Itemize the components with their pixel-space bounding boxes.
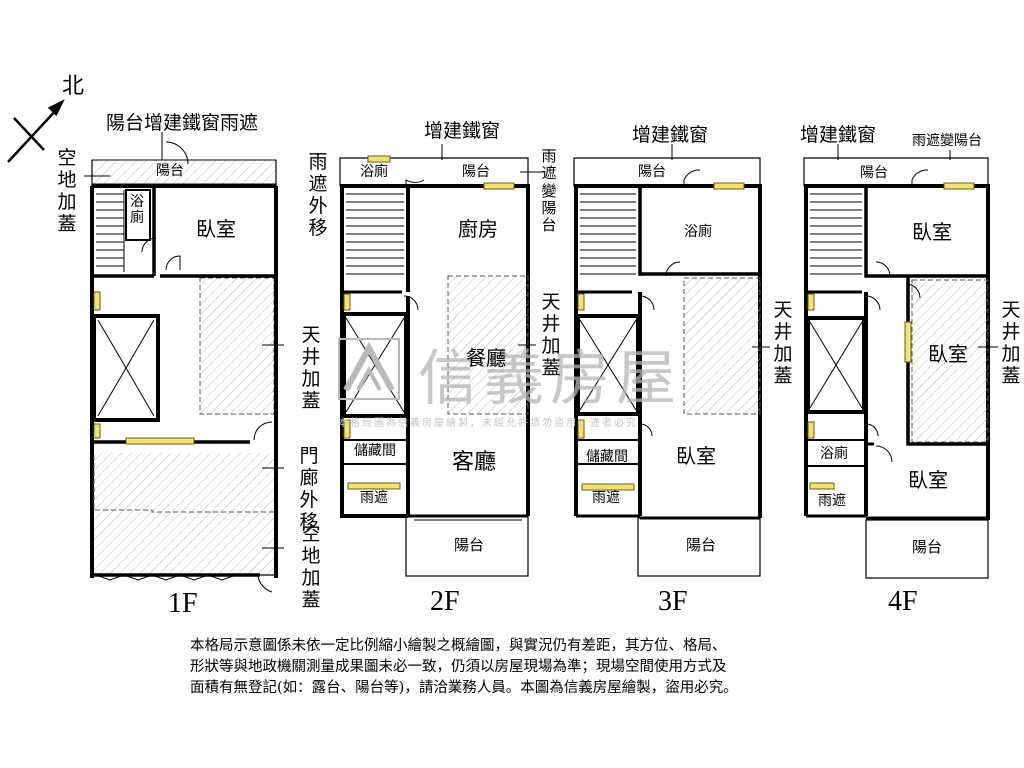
f2-canopy-label: 雨遮 (360, 490, 388, 506)
f1-porch-note: 門廊外移 (299, 445, 319, 533)
floor-1f-plan (84, 132, 284, 593)
f4-top-note: 增建鐵窗 (800, 124, 877, 146)
f4-canopy-label: 雨遮 (818, 493, 846, 509)
f3-balcony-top-label: 陽台 (638, 164, 666, 180)
brand-logo-icon (338, 338, 400, 400)
f4-bedroom-mid-label: 臥室 (928, 342, 968, 366)
f2-bath-label: 浴廁 (360, 164, 388, 180)
f3-canopy-label: 雨遮 (592, 490, 620, 506)
f4-top-note-right: 雨遮變陽台 (912, 133, 982, 149)
f3-top-note: 增建鐵窗 (632, 124, 709, 146)
f4-lightwell-note: 天井加蓋 (1001, 299, 1021, 387)
watermark-subtext: 本格局圖為信義房屋繪製，未經允許請勿盜用，違者必究 (338, 418, 638, 429)
f1-yard-note: 空地加蓋 (301, 523, 321, 611)
f2-side-note-right: 雨遮變陽台 (541, 147, 557, 234)
disclaimer-line: 形狀等與地政機關測量成果圖未必一致，仍須以房屋現場為準；現場空間使用方式及 (190, 659, 727, 675)
f2-side-note-left: 雨遮外移 (308, 151, 328, 239)
compass-north-label: 北 (62, 74, 85, 99)
f2-living-label: 客廳 (452, 450, 497, 475)
f2-dining-label: 餐廳 (466, 346, 506, 370)
f4-bedroom-top-label: 臥室 (912, 220, 952, 244)
f3-floor-label: 3F (658, 586, 688, 617)
compass-arrow (7, 99, 65, 163)
watermark-brand: 信義房屋 (418, 344, 682, 414)
f2-kitchen-label: 廚房 (458, 217, 498, 241)
f3-storage-label: 儲藏間 (586, 449, 628, 465)
f3-balcony-bottom-label: 陽台 (686, 536, 717, 554)
f2-top-note: 增建鐵窗 (424, 120, 501, 142)
f1-bedroom-label: 臥室 (196, 217, 236, 241)
f4-balcony-bottom-label: 陽台 (912, 538, 943, 556)
disclaimer-text: 本格局示意圖係未依一定比例縮小繪製之概繪圖，與實況仍有差距，其方位、格局、 形狀… (190, 636, 870, 699)
f1-bath-label: 浴廁 (130, 194, 144, 227)
f2-storage-label: 儲藏間 (354, 443, 396, 459)
f1-lightwell-note: 天井加蓋 (301, 324, 321, 412)
floor-3f-plan (573, 144, 770, 577)
f4-bath-label: 浴廁 (820, 446, 848, 462)
f2-lightwell-note: 天井加蓋 (541, 291, 561, 379)
f1-top-note: 陽台增建鐵窗雨遮 (106, 112, 259, 134)
disclaimer-line: 本格局示意圖係未依一定比例縮小繪製之概繪圖，與實況仍有差距，其方位、格局、 (190, 638, 727, 654)
f3-lightwell-note: 天井加蓋 (773, 299, 793, 387)
f4-floor-label: 4F (888, 586, 918, 617)
f3-bedroom-label: 臥室 (676, 444, 716, 468)
f1-floor-label: 1F (168, 588, 198, 619)
f2-floor-label: 2F (430, 586, 460, 617)
f1-side-note: 空地加蓋 (57, 147, 77, 235)
f4-bedroom-bottom-label: 臥室 (908, 468, 948, 492)
f1-balcony-label: 陽台 (156, 163, 184, 179)
f3-bath-label: 浴廁 (684, 224, 712, 240)
disclaimer-line: 面積有無登記(如：露台、陽台等)，請洽業務人員。本圖為信義房屋繪製，盜用必究。 (190, 680, 738, 696)
f2-balcony-bottom-label: 陽台 (454, 536, 485, 554)
f2-balcony-top-label: 陽台 (462, 164, 490, 180)
f4-balcony-top-label: 陽台 (860, 165, 888, 181)
floor-4f-plan (803, 144, 998, 579)
